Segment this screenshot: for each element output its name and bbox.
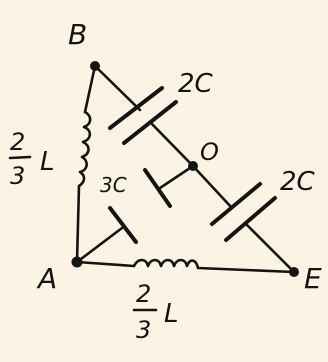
capacitor-right-plate-1 [210,182,262,226]
wire-o-to-cap-right [191,164,234,210]
label-node-o: O [200,138,219,166]
capacitor-center-plate-1 [143,168,172,208]
wire-cap-top-to-o [150,122,195,168]
capacitor-top-plate-1 [108,86,164,130]
label-inductor-ab-fraction-bar [8,155,32,160]
inductor-ab [77,110,92,188]
label-inductor-ae-symbol: L [164,299,179,329]
capacitor-right-plate-2 [224,196,277,242]
capacitor-top-plate-2 [122,100,178,145]
wire-inductor-to-a [75,184,81,264]
node-a-dot [71,256,83,268]
label-inductor-ab-symbol: L [40,147,55,177]
wire-a-to-inductor [75,260,136,268]
node-b-dot [90,61,100,71]
label-inductor-ae-numerator: 2 [136,280,151,308]
label-node-a: A [36,262,57,295]
label-node-e: E [304,262,322,295]
capacitor-center-plate-2 [108,206,138,244]
wire-cap-center-to-a [75,226,124,264]
wire-b-to-inductor [83,64,97,114]
node-e-dot [289,267,299,277]
inductor-ae [132,258,200,270]
label-capacitor-right: 2C [280,167,316,197]
wire-cap-right-to-e [244,222,296,274]
wire-b-to-cap-top [93,64,142,112]
node-o-dot [188,161,198,171]
label-inductor-ab-numerator: 2 [10,128,25,156]
wire-inductor-to-e [196,266,296,274]
label-capacitor-top: 2C [178,69,214,99]
wire-o-to-cap-center [158,164,195,190]
label-inductor-ae-denominator: 3 [136,316,151,344]
label-inductor-ab-denominator: 3 [10,162,25,190]
label-node-b: B [68,18,87,51]
label-capacitor-center: 3C [100,173,127,197]
